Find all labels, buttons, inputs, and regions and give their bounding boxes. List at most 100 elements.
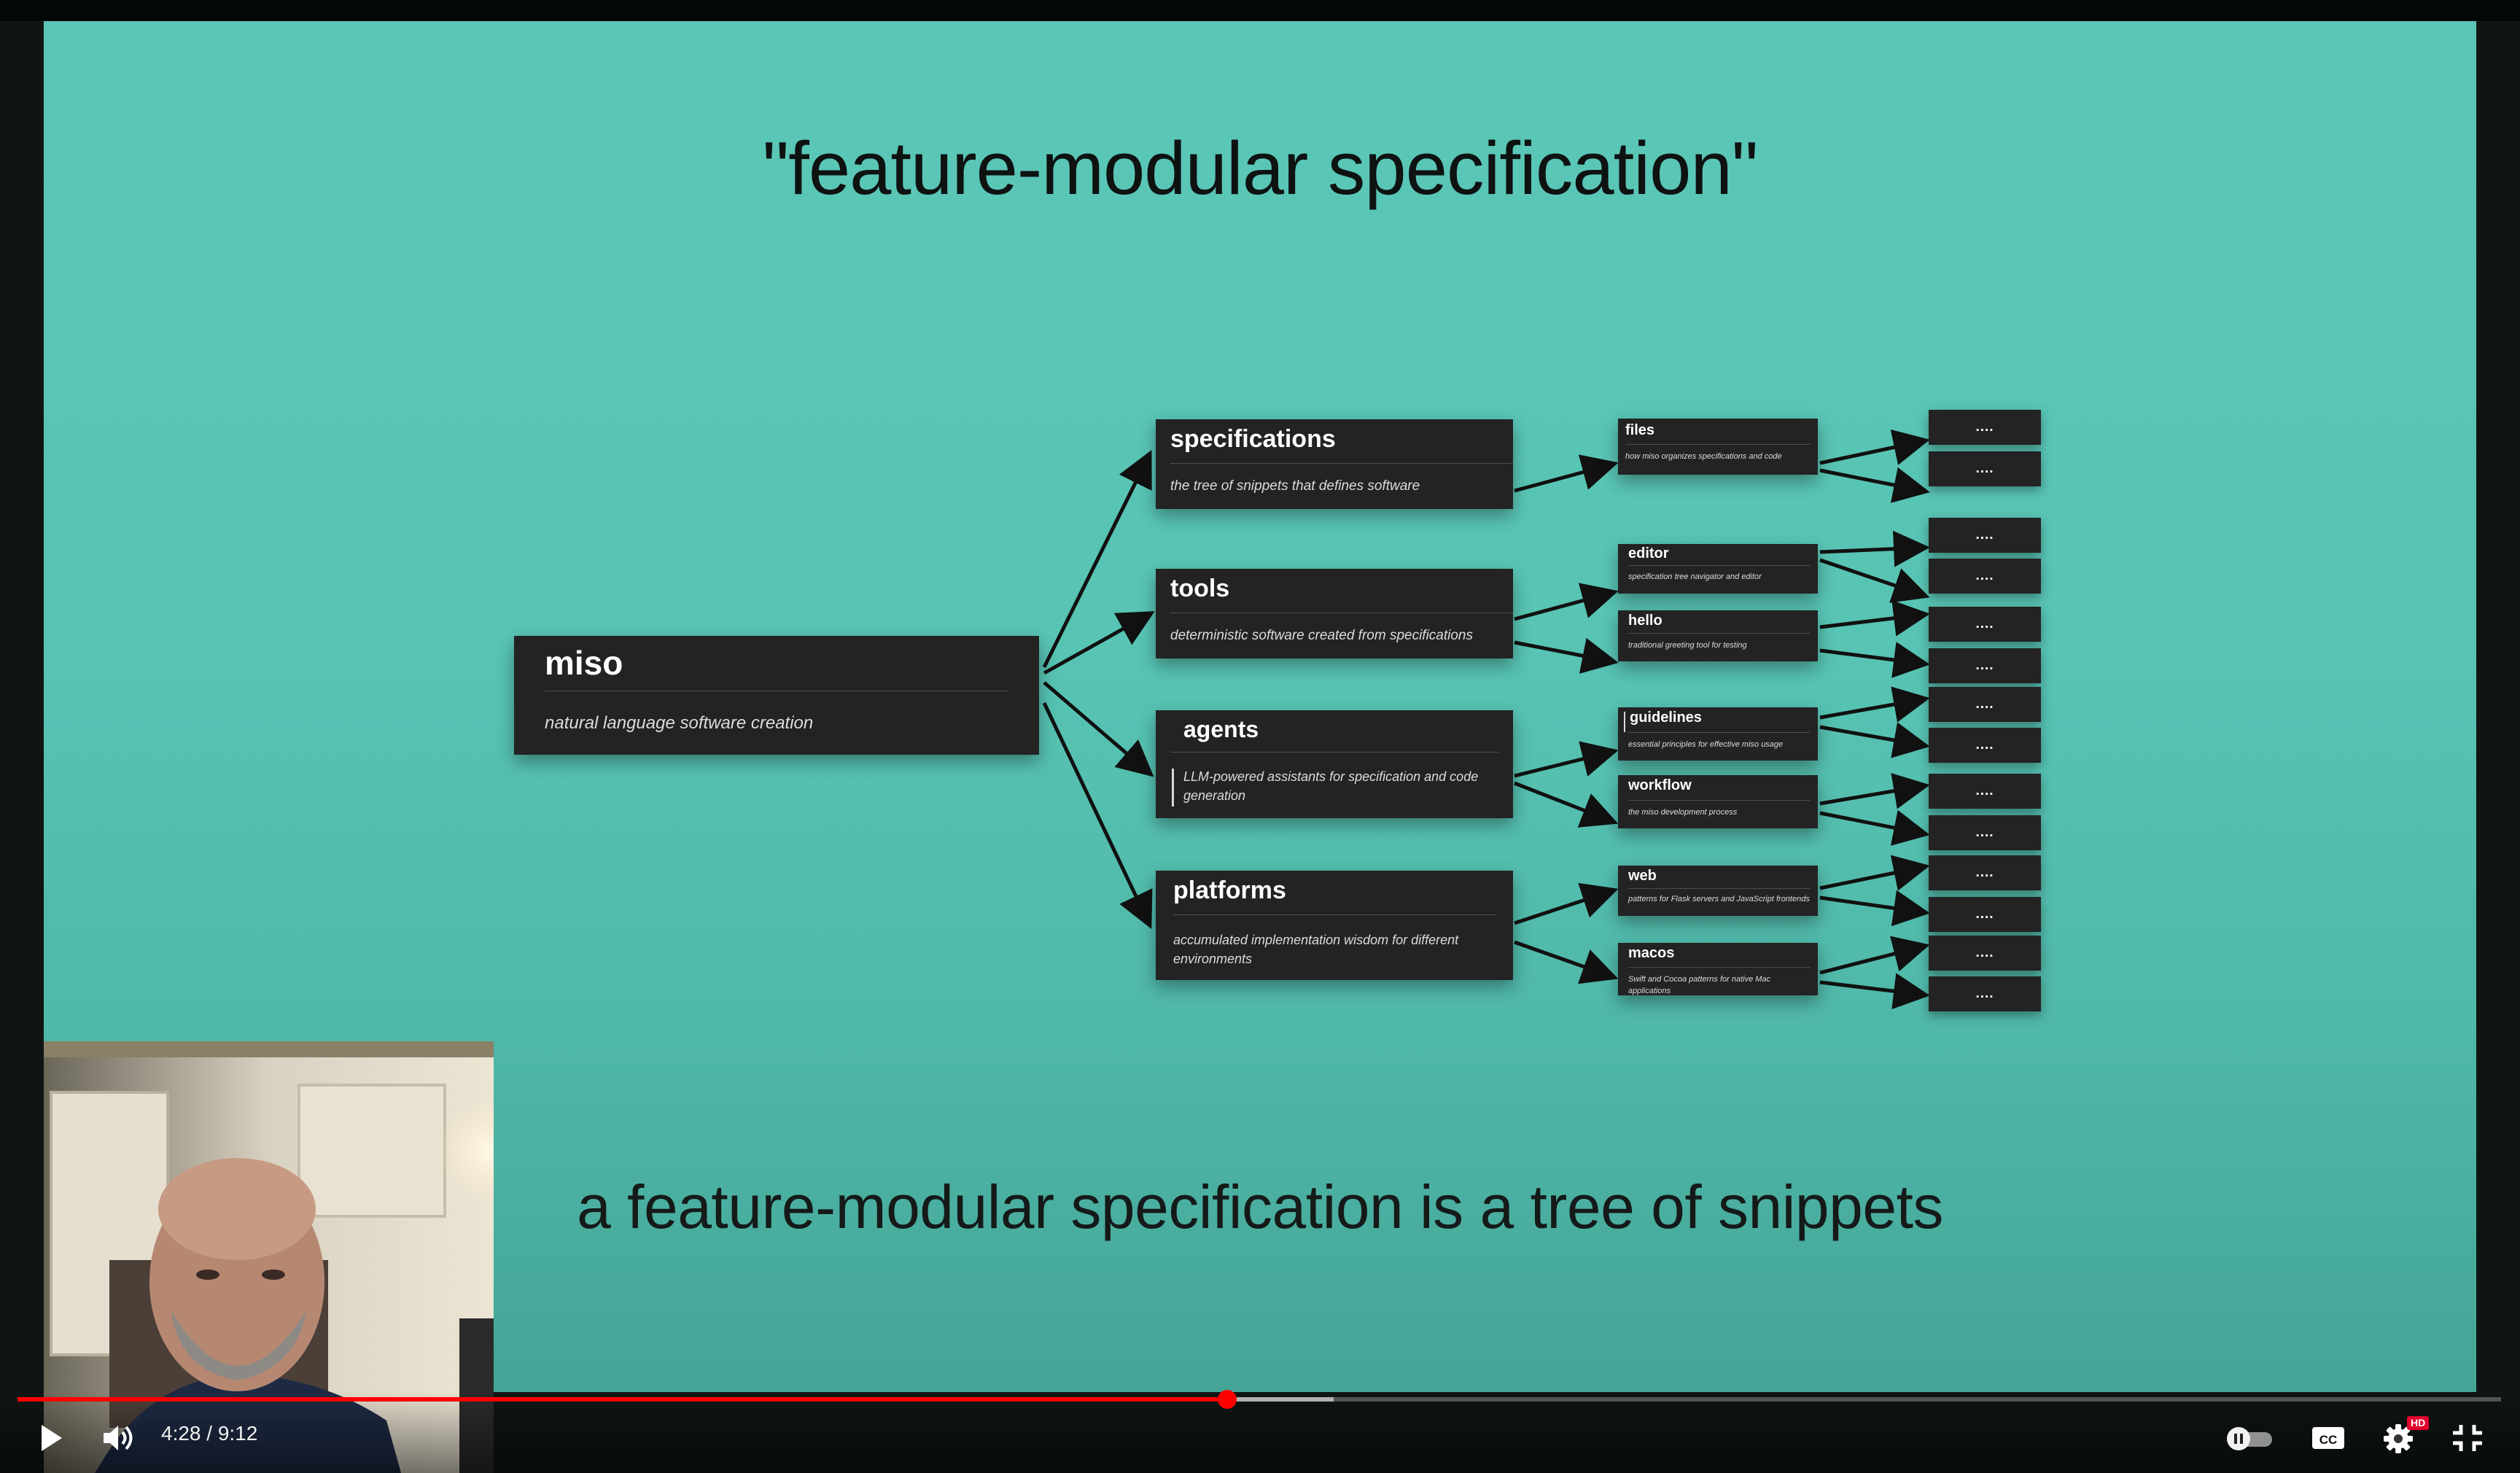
tree-arrow: [1514, 454, 1619, 493]
tree-node-root: miso natural language software creation: [514, 636, 1039, 755]
node-description: accumulated implementation wisdom for di…: [1173, 933, 1459, 967]
tree-leaf: ....: [1929, 687, 2041, 722]
slide-title: "feature-modular specification": [762, 126, 1759, 210]
node-title: macos: [1628, 945, 1675, 961]
node-title: files: [1625, 422, 1655, 438]
tree-node-hello: hello traditional greeting tool for test…: [1618, 610, 1818, 661]
tree-arrow: [1819, 686, 1930, 723]
hd-badge: HD: [2407, 1416, 2430, 1430]
tree-arrow: [1819, 973, 1930, 1010]
volume-button[interactable]: [101, 1422, 137, 1454]
tree-leaf: ....: [1929, 976, 2041, 1011]
tree-arrow: [1042, 450, 1152, 669]
tree-leaf: ....: [1929, 518, 2041, 553]
tree-leaf: ....: [1929, 410, 2041, 445]
node-title: miso: [545, 644, 623, 682]
tree-leaf: ....: [1929, 774, 2041, 809]
autoplay-toggle[interactable]: [2227, 1427, 2272, 1450]
tree-arrow: [1819, 429, 1930, 465]
node-description: natural language software creation: [545, 713, 814, 733]
tree-arrow: [1819, 599, 1930, 637]
captions-button[interactable]: CC: [2310, 1422, 2346, 1454]
tree-arrow: [1043, 611, 1155, 675]
node-divider: [1628, 888, 1811, 889]
tree-arrow: [1819, 855, 1930, 891]
tree-connectors: [1042, 429, 1930, 1010]
node-title: workflow: [1628, 777, 1692, 793]
tree-arrow: [1514, 637, 1619, 674]
blockquote-bar: [1624, 712, 1625, 732]
tree-arrow: [1819, 722, 1930, 758]
progress-bar[interactable]: [18, 1390, 2501, 1409]
node-divider: [1628, 800, 1811, 801]
node-description: essential principles for effective miso …: [1628, 740, 1784, 749]
tree-arrow: [1819, 642, 1930, 678]
tree-arrow: [1819, 467, 1930, 503]
node-title: specifications: [1170, 425, 1336, 453]
node-divider: [1628, 967, 1811, 968]
node-title: hello: [1628, 613, 1662, 629]
tree-node-platforms: platforms accumulated implementation wis…: [1156, 871, 1513, 980]
tree-leaf: ....: [1929, 728, 2041, 763]
node-divider: [1625, 444, 1811, 445]
tree-arrow: [1819, 890, 1930, 927]
tree-arrow: [1514, 781, 1619, 828]
node-title: editor: [1628, 545, 1669, 561]
tree-leaf: ....: [1929, 559, 2041, 594]
node-divider: [1628, 633, 1811, 634]
node-description: patterns for Flask servers and JavaScrip…: [1628, 895, 1810, 903]
tree-node-macos: macos Swift and Cocoa patterns for nativ…: [1618, 943, 1818, 995]
exit-fullscreen-icon: [2453, 1425, 2482, 1451]
node-divider: [1628, 565, 1811, 566]
tree-leaf: ....: [1929, 936, 2041, 971]
tree-leaf: ....: [1929, 607, 2041, 642]
tree-node-agents: agents LLM-powered assistants for specif…: [1156, 710, 1513, 818]
node-divider: [1173, 914, 1496, 915]
progress-played: [18, 1397, 1227, 1402]
autoplay-knob: [2227, 1427, 2250, 1450]
tree-node-web: web patterns for Flask servers and JavaS…: [1618, 866, 1818, 916]
tree-leaf: ....: [1929, 648, 2041, 683]
tree-node-guidelines: guidelines essential principles for effe…: [1618, 707, 1818, 761]
tree-arrow: [1819, 936, 1930, 975]
tree-leaf: ....: [1929, 815, 2041, 850]
node-title: platforms: [1173, 877, 1286, 904]
tree-arrow: [1514, 940, 1619, 984]
node-title: agents: [1183, 716, 1259, 742]
player-controls-bar: [0, 1392, 2520, 1473]
tree-arrow: [1819, 530, 1930, 567]
settings-icon: [2384, 1424, 2413, 1453]
tree-leaf: ....: [1929, 855, 2041, 890]
node-description: the miso development process: [1628, 808, 1738, 817]
tree-arrow: [1819, 558, 1930, 603]
node-description: the tree of snippets that defines softwa…: [1170, 478, 1420, 494]
node-title: tools: [1170, 575, 1230, 602]
node-divider: [1170, 752, 1498, 753]
exit-fullscreen-button[interactable]: [2449, 1422, 2486, 1454]
play-icon: [42, 1425, 62, 1451]
pause-icon: [2234, 1434, 2243, 1444]
tree-arrow: [1819, 809, 1930, 846]
node-description: Swift and Cocoa patterns for native Mac …: [1628, 975, 1771, 995]
tree-node-tools: tools deterministic software created fro…: [1156, 569, 1513, 658]
tree-node-workflow: workflow the miso development process: [1618, 775, 1818, 828]
node-description: LLM-powered assistants for specification…: [1183, 769, 1479, 804]
tree-leaf: ....: [1929, 897, 2041, 932]
progress-scrubber-handle[interactable]: [1217, 1390, 1237, 1409]
play-button[interactable]: [32, 1422, 69, 1454]
tree-leaf: ....: [1929, 451, 2041, 486]
time-display: 4:28 / 9:12: [161, 1422, 258, 1445]
node-description: traditional greeting tool for testing: [1628, 641, 1747, 650]
node-divider: [1628, 732, 1811, 733]
tree-arrow: [1819, 773, 1930, 809]
node-divider: [1170, 463, 1513, 464]
player-top-bar: [0, 0, 2520, 21]
slide-caption: a feature-modular specification is a tre…: [577, 1173, 1943, 1241]
captions-icon: CC: [2312, 1427, 2344, 1449]
settings-button[interactable]: [2380, 1422, 2416, 1454]
tree-arrow: [1043, 681, 1154, 777]
node-description: deterministic software created from spec…: [1170, 628, 1473, 643]
svg-text:CC: CC: [2319, 1433, 2338, 1447]
tree-node-specifications: specifications the tree of snippets that…: [1156, 419, 1513, 509]
